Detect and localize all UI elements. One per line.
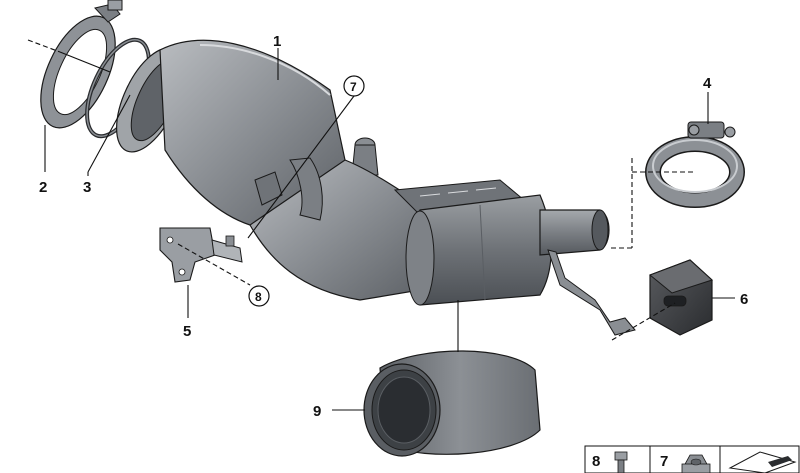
catalytic-converter-part-1 [116,39,636,336]
gasket-plate-icon [728,451,797,473]
fastener-legend: 8 7 [584,445,800,473]
flange-part-2 [40,0,123,129]
leader-lines [27,39,735,411]
nut-icon [681,454,711,473]
callout-8-circled: 8 [248,285,270,307]
callout-6: 6 [740,291,748,308]
callout-2: 2 [39,179,47,196]
band-clamp-part-4 [645,121,745,208]
callout-8: 8 [255,290,262,304]
callout-9: 9 [313,403,321,420]
callout-1: 1 [273,33,281,50]
bolt-icon [614,451,628,473]
bracket-part-5 [159,227,243,283]
callout-3: 3 [83,179,91,196]
callout-7-circled: 7 [343,75,365,97]
legend-item-7: 7 [660,453,668,470]
rubber-mount-part-6 [649,259,713,336]
pipe-sleeve-part-9 [363,350,541,457]
callout-labels: 1 2 3 4 5 6 7 8 9 [39,33,748,420]
legend-item-8: 8 [592,453,600,470]
callout-5: 5 [183,323,191,340]
callout-7: 7 [350,80,357,94]
callout-4: 4 [703,75,712,92]
